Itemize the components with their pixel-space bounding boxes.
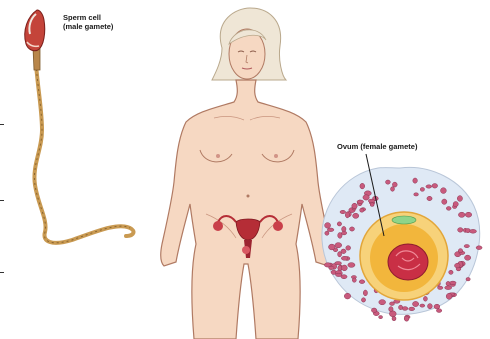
sperm-cell-label: Sperm cell (male gamete) bbox=[63, 14, 113, 31]
ovum-label: Ovum (female gamete) bbox=[337, 143, 417, 152]
corona-cell bbox=[370, 203, 374, 207]
corona-cell bbox=[346, 246, 351, 251]
corona-cell bbox=[352, 278, 356, 282]
corona-cell bbox=[352, 203, 357, 209]
sperm-cell-illustration bbox=[25, 10, 134, 243]
corona-cell bbox=[344, 293, 350, 299]
sperm-tail bbox=[34, 64, 133, 243]
corona-cell bbox=[350, 227, 355, 231]
corona-cell bbox=[458, 228, 463, 233]
corona-cell bbox=[420, 188, 424, 192]
corona-cell bbox=[449, 270, 453, 274]
corona-cell bbox=[348, 263, 355, 268]
corona-cell bbox=[325, 223, 331, 229]
corona-cell bbox=[476, 246, 482, 250]
corona-cell bbox=[465, 212, 471, 217]
edge-tick bbox=[0, 124, 4, 125]
corona-cell bbox=[427, 196, 432, 200]
corona-cell bbox=[335, 262, 342, 265]
edge-tick bbox=[0, 200, 4, 201]
corona-cell bbox=[442, 199, 447, 204]
corona-cell bbox=[432, 184, 438, 189]
sperm-midpiece bbox=[33, 48, 40, 70]
corona-cell bbox=[342, 265, 348, 271]
corona-cell bbox=[458, 249, 462, 253]
corona-cell bbox=[329, 244, 336, 250]
corona-cell bbox=[327, 228, 334, 232]
corona-cell bbox=[420, 304, 425, 307]
corona-cell bbox=[337, 222, 341, 226]
corona-cell bbox=[341, 249, 346, 254]
corona-cell bbox=[325, 231, 329, 235]
corona-cell bbox=[361, 298, 365, 302]
corona-cell bbox=[402, 307, 408, 311]
ovum-illustration bbox=[322, 154, 482, 321]
corona-cell bbox=[446, 207, 451, 211]
corona-cell bbox=[423, 296, 427, 301]
corona-cell bbox=[390, 302, 395, 306]
corona-cell bbox=[392, 317, 396, 321]
corona-cell bbox=[359, 280, 365, 284]
corona-cell bbox=[434, 304, 440, 309]
corona-cell bbox=[360, 208, 364, 212]
corona-cell bbox=[340, 210, 346, 213]
sperm-label-line2: (male gamete) bbox=[63, 23, 113, 32]
edge-tick bbox=[0, 272, 4, 273]
corona-cell bbox=[464, 245, 469, 248]
corona-cell bbox=[458, 212, 465, 217]
corona-cell bbox=[465, 255, 471, 260]
corona-cell bbox=[446, 293, 452, 299]
corona-cell bbox=[386, 180, 391, 184]
corona-cell bbox=[413, 301, 419, 306]
corona-cell bbox=[360, 183, 365, 189]
corona-cell bbox=[391, 187, 395, 192]
female-figure-illustration bbox=[161, 8, 332, 339]
corona-cell bbox=[441, 188, 447, 194]
corona-cell bbox=[426, 185, 432, 188]
corona-cell bbox=[455, 263, 461, 268]
corona-cell bbox=[470, 229, 477, 233]
corona-cell bbox=[445, 286, 452, 290]
corona-cell bbox=[338, 265, 342, 270]
corona-cell bbox=[379, 300, 386, 305]
corona-cell bbox=[409, 307, 415, 311]
ovum-nucleus bbox=[388, 244, 428, 280]
corona-cell bbox=[357, 200, 364, 203]
corona-cell bbox=[399, 305, 403, 310]
corona-cell bbox=[379, 316, 383, 319]
corona-cell bbox=[436, 309, 441, 313]
corona-cell bbox=[450, 281, 456, 284]
corona-cell bbox=[341, 256, 348, 260]
corona-cell bbox=[371, 308, 376, 313]
corona-cell bbox=[363, 195, 369, 200]
corona-cell bbox=[336, 273, 342, 276]
corona-cell bbox=[353, 213, 359, 218]
corona-cell bbox=[453, 202, 458, 207]
corona-cell bbox=[335, 243, 342, 248]
corona-cell bbox=[329, 266, 334, 269]
corona-cell bbox=[392, 182, 397, 187]
corona-cell bbox=[457, 196, 462, 202]
corona-cell bbox=[404, 316, 409, 321]
corona-cell bbox=[413, 178, 418, 183]
polar-body bbox=[392, 216, 416, 224]
corona-cell bbox=[414, 193, 419, 196]
body-silhouette bbox=[161, 80, 332, 339]
corona-cell bbox=[389, 307, 393, 312]
corona-cell bbox=[438, 286, 443, 289]
corona-cell bbox=[466, 278, 470, 281]
corona-cell bbox=[345, 212, 349, 218]
corona-cell bbox=[363, 290, 367, 296]
corona-cell bbox=[428, 304, 433, 309]
corona-cell bbox=[342, 231, 347, 235]
corona-cell bbox=[368, 199, 374, 203]
